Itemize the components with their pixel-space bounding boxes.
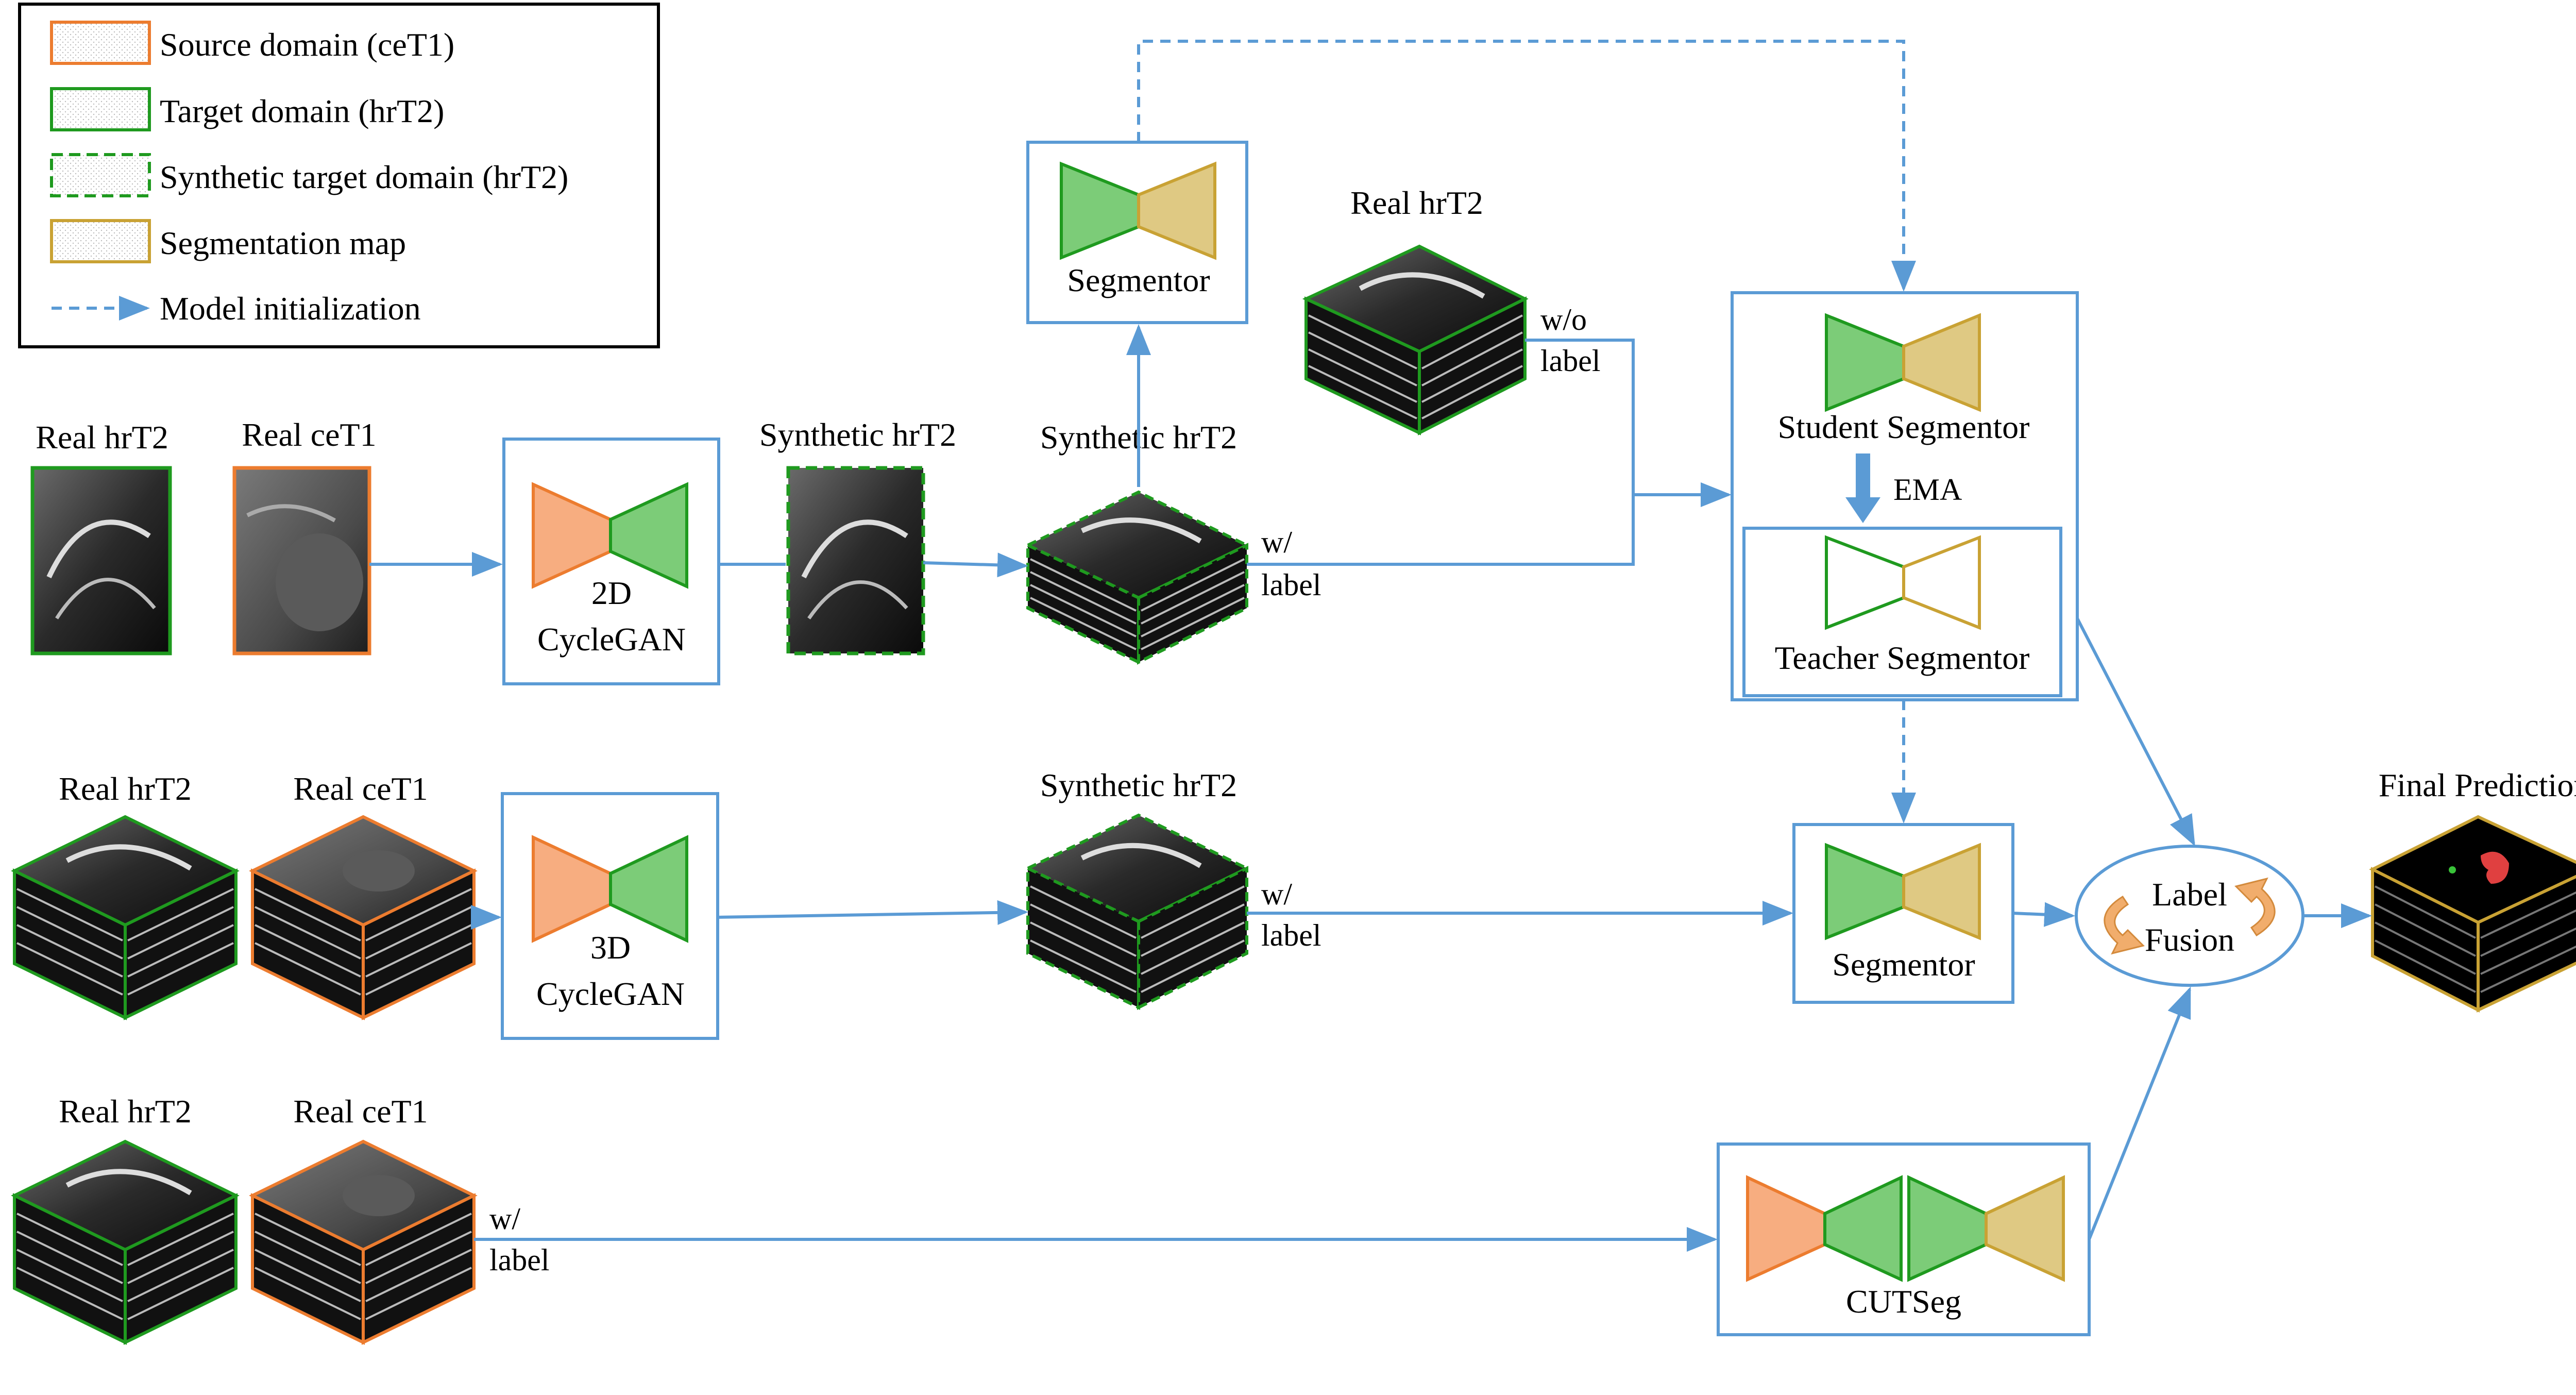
student-segmentor-label: Student Segmentor xyxy=(1778,409,2030,445)
row2-real-cet1-volume xyxy=(249,815,478,1020)
arrow-unlabeled-to-student xyxy=(1525,339,1732,507)
row1-segmentor-block: Segmentor xyxy=(1026,141,1248,324)
legend-item-target: Target domain (hrT2) xyxy=(50,87,444,131)
teacher-segmentor-label: Teacher Segmentor xyxy=(1775,640,2030,676)
row2-real-hrt2-volume xyxy=(11,815,240,1020)
row1-real-hrt2-slice xyxy=(30,466,172,656)
final-prediction-label: Final Prediction xyxy=(2379,767,2576,803)
row1-real-cet1-slice xyxy=(232,466,371,656)
row2-with-label-1: w/ xyxy=(1261,877,1292,911)
row3-with-label-2: label xyxy=(489,1243,550,1277)
arrow-cyclegan3d-to-synthetic xyxy=(717,900,1028,925)
arrow-segmentor-to-fusion xyxy=(2012,902,2075,927)
row1-synthetic-hrt2-volume xyxy=(1024,490,1250,665)
mean-teacher-block: Student Segmentor EMA Teacher Segmentor xyxy=(1731,291,2079,701)
row3-real-cet1-label: Real ceT1 xyxy=(293,1093,428,1130)
row1-synthetic-2d-label: Synthetic hrT2 xyxy=(759,416,956,453)
arrow-cutseg-to-fusion xyxy=(2088,986,2191,1240)
fusion-left-arrow-icon xyxy=(2104,895,2145,955)
ema-arrow xyxy=(1845,453,1880,523)
fusion-right-arrow-icon xyxy=(2234,877,2276,937)
row2-with-label-2: label xyxy=(1261,918,1321,952)
fusion-line2: Fusion xyxy=(2145,921,2234,958)
cochlea-region xyxy=(2449,866,2456,873)
cutseg-label: CUTSeg xyxy=(1846,1283,1961,1320)
row1-real-cet1-label: Real ceT1 xyxy=(242,416,376,453)
legend-item-init: Model initialization xyxy=(52,290,421,327)
legend-item-segmentation: Segmentation map xyxy=(50,219,406,263)
row1-with-label-2: label xyxy=(1261,568,1321,602)
label-fusion-node: Label Fusion xyxy=(2075,845,2304,987)
row1-with-label-1: w/ xyxy=(1261,525,1292,559)
legend-segmentation-label: Segmentation map xyxy=(160,225,406,261)
row2-segmentor-label: Segmentor xyxy=(1832,946,1975,983)
cyclegan-3d-block: 3D CycleGAN xyxy=(501,792,719,1040)
tumor-region xyxy=(2481,851,2509,884)
legend: Source domain (ceT1) Target domain (hrT2… xyxy=(18,3,660,348)
row3-with-label-1: w/ xyxy=(489,1202,520,1236)
legend-synthetic-label: Synthetic target domain (hrT2) xyxy=(160,159,568,195)
row1-real-hrt2-top-label: Real hrT2 xyxy=(1350,184,1483,221)
row1-segmentor-label: Segmentor xyxy=(1067,262,1210,298)
fusion-line1: Label xyxy=(2152,876,2227,913)
row2-synthetic-label: Synthetic hrT2 xyxy=(1040,767,1237,803)
arrow-labeled-to-student xyxy=(1247,495,1635,566)
row1-real-hrt2-volume xyxy=(1302,244,1529,435)
final-prediction-volume xyxy=(2369,815,2576,1013)
row3-real-hrt2-label: Real hrT2 xyxy=(59,1093,192,1130)
legend-init-label: Model initialization xyxy=(160,290,421,327)
cutseg-block: CUTSeg xyxy=(1717,1142,2091,1336)
legend-item-source: Source domain (ceT1) xyxy=(50,21,454,65)
cyclegan-3d-line1: 3D xyxy=(590,929,631,966)
cyclegan-2d-line2: CycleGAN xyxy=(537,621,686,658)
row1-without-label-2: label xyxy=(1540,344,1601,378)
arrow-synthetic-to-volume xyxy=(923,552,1028,578)
ema-label: EMA xyxy=(1893,473,1962,507)
legend-item-synthetic: Synthetic target domain (hrT2) xyxy=(50,153,568,197)
row2-synthetic-hrt2-volume xyxy=(1024,813,1250,1010)
row1-synthetic-hrt2-slice xyxy=(786,466,925,656)
legend-source-label: Source domain (ceT1) xyxy=(160,26,454,63)
row2-segmentor-block: Segmentor xyxy=(1792,823,2014,1004)
legend-target-label: Target domain (hrT2) xyxy=(160,93,444,129)
row3-real-hrt2-volume xyxy=(11,1139,240,1345)
row2-real-cet1-label: Real ceT1 xyxy=(293,770,428,807)
arrow-init-to-student xyxy=(1137,40,1916,292)
row1-real-hrt2-label: Real hrT2 xyxy=(36,419,168,456)
row2-real-hrt2-label: Real hrT2 xyxy=(59,770,192,807)
arrow-teacher-to-fusion xyxy=(2076,617,2195,847)
row1-without-label-1: w/o xyxy=(1540,302,1587,337)
cyclegan-3d-line2: CycleGAN xyxy=(536,976,685,1012)
cyclegan-2d-block: 2D CycleGAN xyxy=(502,438,720,685)
connectors xyxy=(369,40,2372,1252)
row3-real-cet1-volume xyxy=(249,1139,478,1345)
cyclegan-2d-line1: 2D xyxy=(591,575,632,611)
